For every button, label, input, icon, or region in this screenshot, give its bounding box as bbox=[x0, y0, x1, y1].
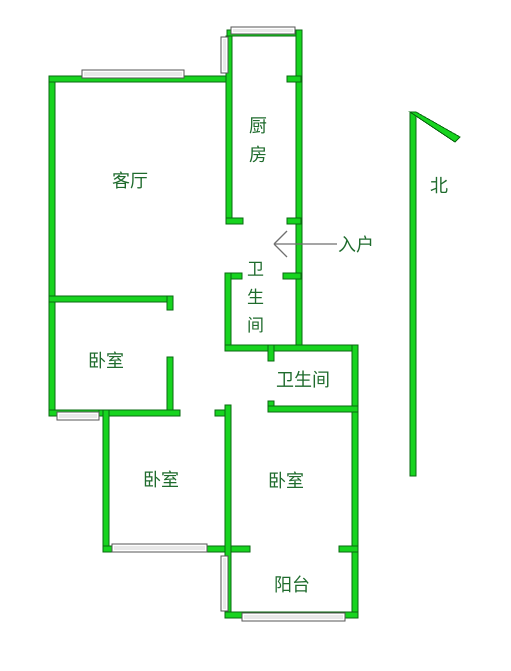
room-label-bedroom-bottom-left: 卧室 bbox=[143, 470, 179, 491]
kitchen-left-return bbox=[225, 217, 244, 225]
bedroom-left-top-wall bbox=[48, 295, 174, 303]
room-label-bath-left-3: 间 bbox=[247, 316, 264, 336]
bath-right-inner-stub bbox=[267, 344, 275, 362]
walls bbox=[48, 29, 359, 619]
bath-left-wall bbox=[224, 272, 232, 352]
north-compass-icon bbox=[408, 111, 461, 477]
bath-right-top-stub bbox=[282, 272, 302, 280]
bedroom-left-right-wall bbox=[166, 356, 174, 417]
windows bbox=[56, 26, 346, 622]
kitchen-top-return bbox=[286, 75, 302, 83]
room-label-bath-left-1: 卫 bbox=[247, 260, 264, 280]
room-label-bath-left-2: 生 bbox=[247, 288, 264, 308]
outer-wall-left bbox=[48, 75, 56, 417]
room-label-bedroom-left: 卧室 bbox=[88, 351, 124, 372]
bedroom-left-top-stub bbox=[166, 295, 174, 311]
bath-right-bottom-wall bbox=[267, 405, 359, 413]
balcony-right-stub bbox=[338, 545, 359, 553]
room-label-bath-right: 卫生间 bbox=[276, 370, 330, 391]
room-label-kitchen-2: 房 bbox=[249, 145, 267, 166]
room-label-living: 客厅 bbox=[112, 171, 148, 192]
entry-arrow-icon bbox=[273, 230, 337, 258]
room-label-bedroom-bottom-right: 卧室 bbox=[268, 471, 304, 492]
north-label: 北 bbox=[430, 176, 448, 197]
room-label-balcony: 阳台 bbox=[274, 575, 310, 596]
bedroom-bottom-left-left-wall bbox=[102, 409, 110, 553]
kitchen-right-return bbox=[286, 217, 302, 225]
room-label-kitchen-1: 厨 bbox=[249, 116, 267, 137]
bath-left-bottom-wall bbox=[224, 344, 358, 352]
bath-right-outer-wall bbox=[351, 344, 359, 619]
bedroom-left-bottom-wall-right bbox=[98, 409, 181, 417]
room-labels: 客厅 厨 房 卫 生 间 卫生间 卧室 卧室 卧室 阳台 入户 bbox=[88, 116, 374, 596]
entry-label: 入户 bbox=[338, 235, 374, 256]
